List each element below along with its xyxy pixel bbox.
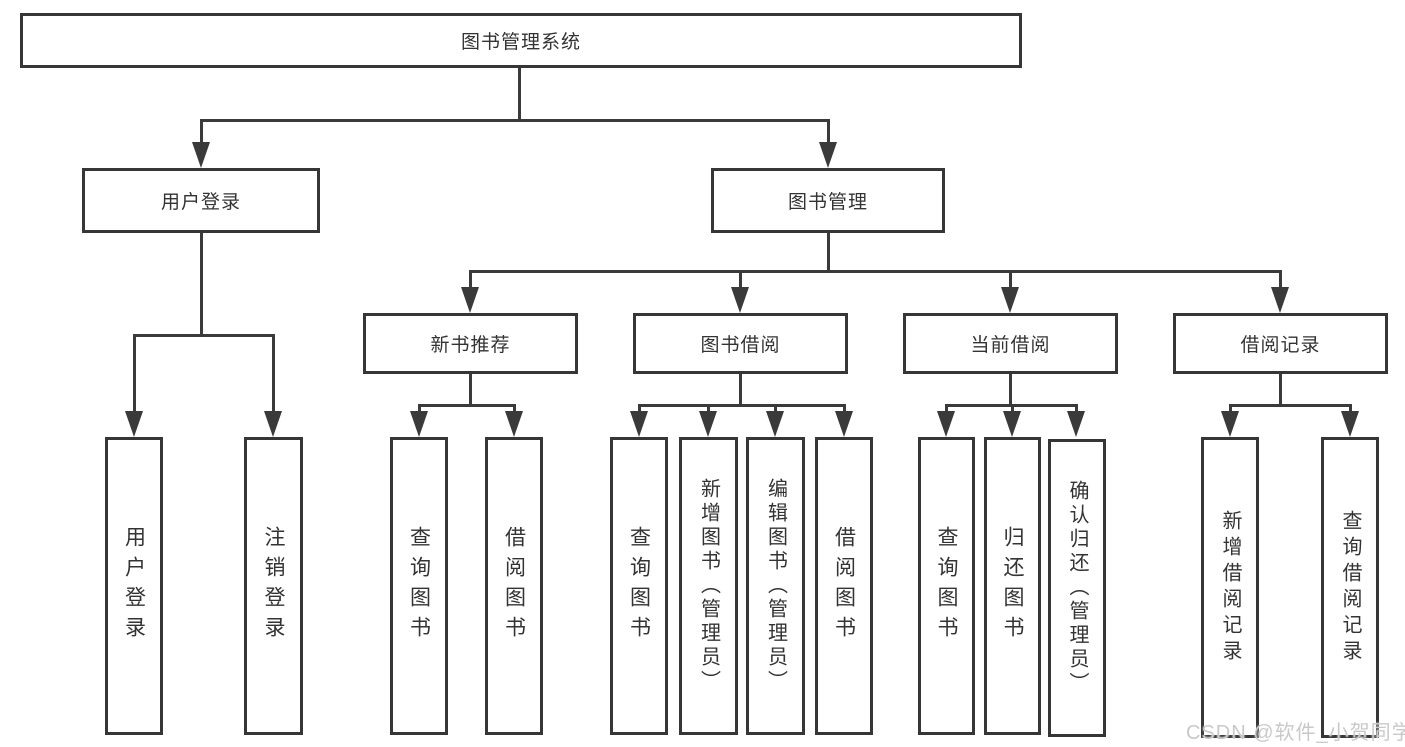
connector-book-borrow-stem: [739, 374, 742, 406]
arrowhead-query-book-a: [410, 411, 428, 437]
connector-drop-query-book-a: [418, 404, 421, 412]
leaf-user-login: 用户登录: [105, 437, 163, 735]
connector-book-mgmt-branch: [469, 270, 1282, 273]
connector-drop-book-mgmt: [827, 119, 830, 145]
node-new-book-rec: 新书推荐: [363, 313, 578, 374]
connector-new-book-rec-stem: [469, 374, 472, 406]
leaf-query-book-b-label: 查询图书: [627, 526, 651, 646]
leaf-return-book: 归还图书: [984, 437, 1041, 735]
leaf-add-book-admin: 新增图书（管理员）: [679, 437, 738, 735]
arrowhead-leaf-logout: [264, 411, 282, 437]
node-current-borrow-label: 当前借阅: [970, 335, 1051, 356]
connector-drop-borrow-book-a: [513, 404, 516, 412]
connector-drop-user-login: [200, 119, 203, 145]
arrowhead-user-login: [192, 142, 210, 168]
node-book-mgmt-label: 图书管理: [787, 192, 868, 213]
connector-user-login-stem: [200, 233, 203, 335]
leaf-confirm-return-admin: 确认归还（管理员）: [1048, 439, 1106, 737]
arrowhead-confirm-return: [1067, 411, 1085, 437]
connector-drop-query-book-b: [638, 404, 641, 412]
leaf-add-borrow-record: 新增借阅记录: [1201, 437, 1259, 738]
leaf-add-book-admin-label: 新增图书（管理员）: [697, 478, 720, 694]
arrowhead-query-record: [1341, 411, 1359, 437]
connector-drop-current-borrow: [1009, 270, 1012, 288]
leaf-query-borrow-record: 查询借阅记录: [1321, 437, 1379, 738]
connector-borrow-record-stem: [1279, 374, 1282, 406]
arrowhead-current-borrow: [1001, 287, 1019, 313]
connector-current-borrow-stem: [1009, 374, 1012, 406]
leaf-query-book-a-label: 查询图书: [407, 526, 431, 646]
connector-drop-leaf-user-login: [133, 334, 136, 412]
leaf-borrow-book-a: 借阅图书: [485, 437, 543, 735]
connector-drop-add-record: [1229, 404, 1232, 412]
leaf-user-login-label: 用户登录: [122, 526, 146, 646]
arrowhead-add-book: [699, 411, 717, 437]
arrowhead-add-record: [1221, 411, 1239, 437]
node-user-login-label: 用户登录: [160, 192, 241, 213]
connector-book-borrow-branch: [638, 404, 846, 407]
connector-drop-edit-book: [774, 404, 777, 412]
leaf-return-book-label: 归还图书: [1001, 526, 1024, 646]
arrowhead-return-book: [1003, 411, 1021, 437]
leaf-logout-label: 注销登录: [262, 526, 285, 646]
node-borrow-record: 借阅记录: [1173, 313, 1388, 374]
node-root-system: 图书管理系统: [20, 13, 1022, 68]
arrowhead-leaf-user-login: [125, 411, 143, 437]
connector-drop-book-borrow: [739, 270, 742, 288]
connector-drop-borrow-book-b: [843, 404, 846, 412]
connector-user-login-branch: [133, 334, 275, 337]
leaf-query-book-c: 查询图书: [918, 437, 975, 735]
connector-drop-new-book-rec: [469, 270, 472, 288]
leaf-query-book-b: 查询图书: [610, 437, 668, 735]
leaf-edit-book-admin-label: 编辑图书（管理员）: [764, 478, 787, 694]
node-borrow-record-label: 借阅记录: [1240, 335, 1321, 356]
node-book-borrow-label: 图书借阅: [700, 335, 781, 356]
node-root-label: 图书管理系统: [460, 32, 581, 53]
connector-root-branch: [200, 119, 830, 122]
leaf-query-borrow-record-label: 查询借阅记录: [1339, 509, 1361, 666]
arrowhead-borrow-book-b: [835, 411, 853, 437]
arrowhead-borrow-book-a: [505, 411, 523, 437]
connector-drop-return-book: [1011, 404, 1014, 412]
node-new-book-rec-label: 新书推荐: [430, 335, 511, 356]
connector-drop-leaf-logout: [272, 334, 275, 412]
leaf-borrow-book-a-label: 借阅图书: [502, 526, 526, 646]
connector-drop-confirm-return: [1075, 404, 1078, 412]
node-current-borrow: 当前借阅: [903, 313, 1118, 374]
leaf-logout: 注销登录: [244, 437, 303, 735]
leaf-query-book-a: 查询图书: [390, 437, 448, 735]
arrowhead-new-book-rec: [461, 287, 479, 313]
arrowhead-book-mgmt: [819, 142, 837, 168]
leaf-edit-book-admin: 编辑图书（管理员）: [746, 437, 805, 735]
connector-root-stem: [518, 68, 521, 120]
node-user-login: 用户登录: [82, 168, 320, 233]
arrowhead-query-book-b: [630, 411, 648, 437]
arrowhead-edit-book: [766, 411, 784, 437]
leaf-borrow-book-b: 借阅图书: [815, 437, 873, 735]
csdn-watermark: CSDN @软件_小贺同学: [1186, 722, 1405, 744]
connector-drop-query-book-c: [945, 404, 948, 412]
connector-new-book-rec-branch: [418, 404, 516, 407]
connector-drop-add-book: [707, 404, 710, 412]
leaf-add-borrow-record-label: 新增借阅记录: [1219, 509, 1241, 666]
node-book-mgmt: 图书管理: [711, 168, 945, 233]
leaf-borrow-book-b-label: 借阅图书: [832, 526, 856, 646]
arrowhead-borrow-record: [1271, 287, 1289, 313]
connector-book-mgmt-stem: [827, 233, 830, 271]
connector-borrow-record-branch: [1229, 404, 1351, 407]
connector-drop-query-record: [1349, 404, 1352, 412]
arrowhead-query-book-c: [937, 411, 955, 437]
node-book-borrow: 图书借阅: [633, 313, 848, 374]
leaf-confirm-return-admin-label: 确认归还（管理员）: [1066, 480, 1088, 696]
leaf-query-book-c-label: 查询图书: [935, 526, 958, 646]
arrowhead-book-borrow: [731, 287, 749, 313]
connector-drop-borrow-record: [1279, 270, 1282, 288]
